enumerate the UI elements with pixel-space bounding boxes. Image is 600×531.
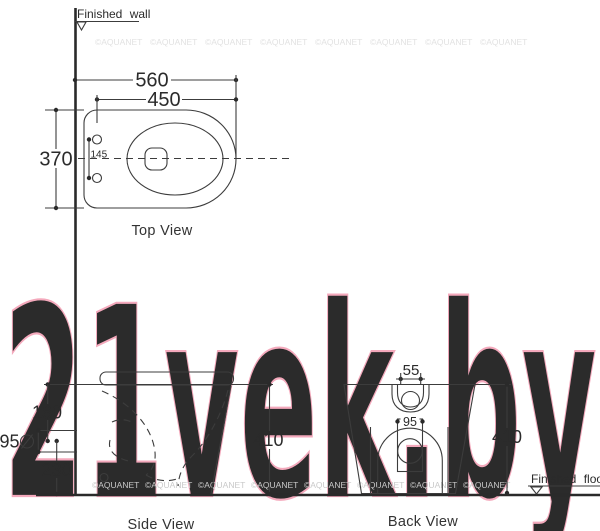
aquanet-watermark: ©AQUANET [357,480,404,490]
aquanet-watermark: ©AQUANET [370,37,417,47]
dim-410-back: 410 [475,382,522,496]
back-view-label: Back View [388,514,458,530]
flush-hole [144,147,168,171]
datum-triangle-icon [76,21,87,32]
finished-floor-label: Finished floor [531,472,600,486]
dim-410-back-text: 410 [492,427,522,447]
aquanet-watermark: ©AQUANET [463,480,510,490]
aquanet-watermark: ©AQUANET [425,37,472,47]
dim-180: 180 [32,382,62,444]
aquanet-watermark: ©AQUANET [260,37,307,47]
watermark-row-bottom: ©AQUANET ©AQUANET ©AQUANET ©AQUANET ©AQU… [92,480,510,490]
brand-watermark: 21vek.by [3,251,597,531]
top-view: 145 560 450 370 [39,70,290,239]
pan-outline [83,109,237,209]
fixing-holes: 145 [86,134,108,184]
side-view: 180 95 230 [0,371,284,531]
dim-145-text: 145 [91,150,108,161]
fixing-point [99,472,109,483]
aquanet-watermark: ©AQUANET [315,37,362,47]
finished-floor-datum: Finished floor [36,472,600,497]
pan-front-slope [210,385,232,495]
aquanet-watermark: ©AQUANET [251,480,298,490]
dim-95-outlet: 95 [0,428,77,455]
outlet-hole [397,438,423,464]
dim-450: 450 [94,89,239,123]
aquanet-watermark: ©AQUANET [150,37,197,47]
inlet-hole [400,390,421,411]
aquanet-watermark: ©AQUANET [95,37,142,47]
aquanet-watermark: ©AQUANET [92,480,139,490]
seat [99,371,235,386]
dim-560-text: 560 [135,70,168,92]
back-view: 55 95 410 Back View [343,362,522,530]
aquanet-watermark: ©AQUANET [304,480,351,490]
aquanet-watermark: ©AQUANET [480,37,527,47]
dim-95-back-text: 95 [403,415,417,429]
diameter-symbol-icon [19,434,35,449]
inlet-cup [391,384,430,413]
dim-370-text: 370 [39,149,72,171]
dim-230-text: 230 [41,460,71,480]
fixing-hole [91,134,103,145]
side-view-label: Side View [128,517,195,531]
top-view-label: Top View [132,223,193,239]
dim-560: 560 [72,70,239,159]
dim-180-text: 180 [32,403,62,423]
dim-410-side: 410 [253,382,284,497]
aquanet-watermark: ©AQUANET [410,480,457,490]
dim-450-text: 450 [147,89,180,111]
aquanet-watermark: ©AQUANET [145,480,192,490]
aquanet-watermark: ©AQUANET [198,480,245,490]
dim-370: 370 [39,107,84,211]
aquanet-watermark: ©AQUANET [205,37,252,47]
pan-back-outline [343,383,476,495]
fixing-hole [91,172,103,184]
dim-230: 230 [41,438,72,497]
finished-wall-datum: Finished wall [74,7,150,496]
dim-95-side-text: 95 [0,432,20,452]
dim-55: 55 [396,362,425,384]
outlet-arch: 95 [377,413,443,494]
bowl-rim [126,122,224,196]
datum-triangle-icon [529,486,544,495]
watermark-row-top: ©AQUANET ©AQUANET ©AQUANET ©AQUANET ©AQU… [95,37,527,47]
finished-wall-label: Finished wall [77,7,150,21]
trapway-hidden-lines [101,389,229,487]
dim-410-side-text: 410 [253,430,283,450]
dim-55-text: 55 [403,362,420,379]
